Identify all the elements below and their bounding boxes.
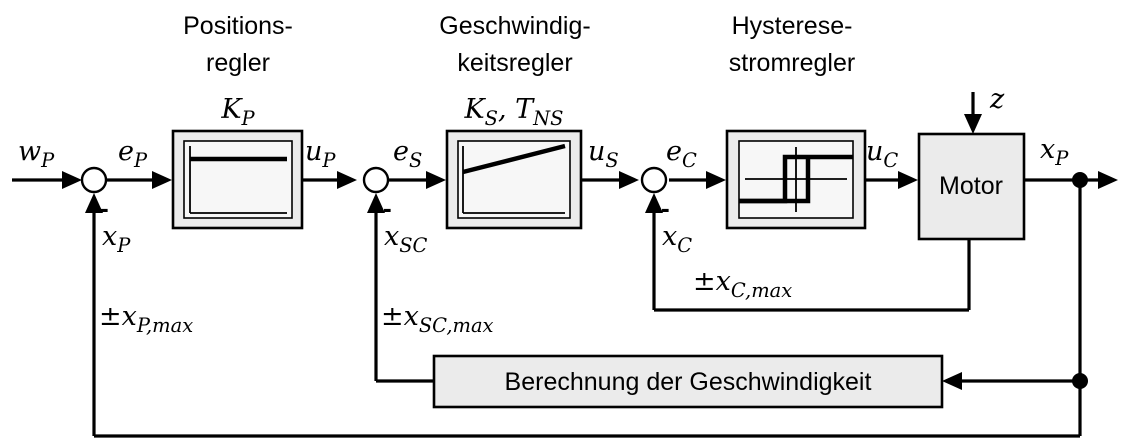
signal-labels: wP eP uP eS uS eC uC xP z: [18, 84, 1069, 172]
signal-w-P: wP: [18, 136, 55, 172]
signal-e-P: eP: [118, 136, 148, 172]
limit-x-SC-max: ±xSC,max: [381, 301, 494, 337]
signal-x-P-output: xP: [1040, 134, 1069, 170]
current-controller-block: [725, 129, 867, 230]
branch-point-output: [1072, 172, 1088, 188]
feedback-x-C: xC: [662, 221, 692, 257]
branch-point-speed: [1072, 373, 1088, 389]
speed-controller-parameters: KS, TNS: [463, 94, 563, 130]
limit-x-C-max: ±xC,max: [693, 266, 792, 302]
motor-label: Motor: [939, 172, 1003, 200]
speed-calculation-block: Berechnung der Geschwindigkeit: [432, 354, 944, 409]
feedback-x-P: xP: [102, 221, 131, 257]
arrowheads: [62, 114, 1118, 390]
minus-sign-position: -: [100, 193, 109, 223]
current-controller-title-line1: Hysterese-: [732, 12, 853, 40]
minus-sign-speed: -: [383, 193, 392, 223]
summing-junction-current: [640, 166, 668, 194]
summing-junction-speed: [362, 166, 390, 194]
signal-u-C: uC: [866, 136, 898, 172]
limit-x-P-max: ±xP,max: [99, 301, 193, 337]
speed-controller-title-line2: keitsregler: [457, 49, 572, 77]
position-controller-parameter: KP: [220, 94, 255, 130]
signal-u-S: uS: [588, 136, 619, 172]
signal-e-S: eS: [393, 136, 422, 172]
motor-block: Motor: [917, 132, 1026, 241]
current-controller-title-line2: stromregler: [729, 49, 855, 77]
position-controller-title-line2: regler: [206, 49, 270, 77]
summing-junction-position: [80, 166, 108, 194]
signal-wires: [12, 92, 1100, 438]
feedback-labels: - - - xP xSC xC ±xP,max ±xSC,max ±xC,max: [99, 193, 792, 337]
speed-controller-title-line1: Geschwindig-: [439, 12, 590, 40]
speed-calculation-label: Berechnung der Geschwindigkeit: [505, 368, 872, 396]
block-titles: Positions- regler Geschwindig- keitsregl…: [183, 12, 855, 77]
disturbance-z: z: [989, 84, 1005, 115]
signal-u-P: uP: [305, 136, 336, 172]
position-controller-title-line1: Positions-: [183, 12, 293, 40]
position-controller-block: [171, 129, 304, 230]
speed-controller-block: [445, 129, 583, 230]
feedback-x-SC: xSC: [384, 221, 428, 257]
signal-e-C: eC: [666, 136, 697, 172]
minus-sign-current: -: [661, 193, 670, 223]
